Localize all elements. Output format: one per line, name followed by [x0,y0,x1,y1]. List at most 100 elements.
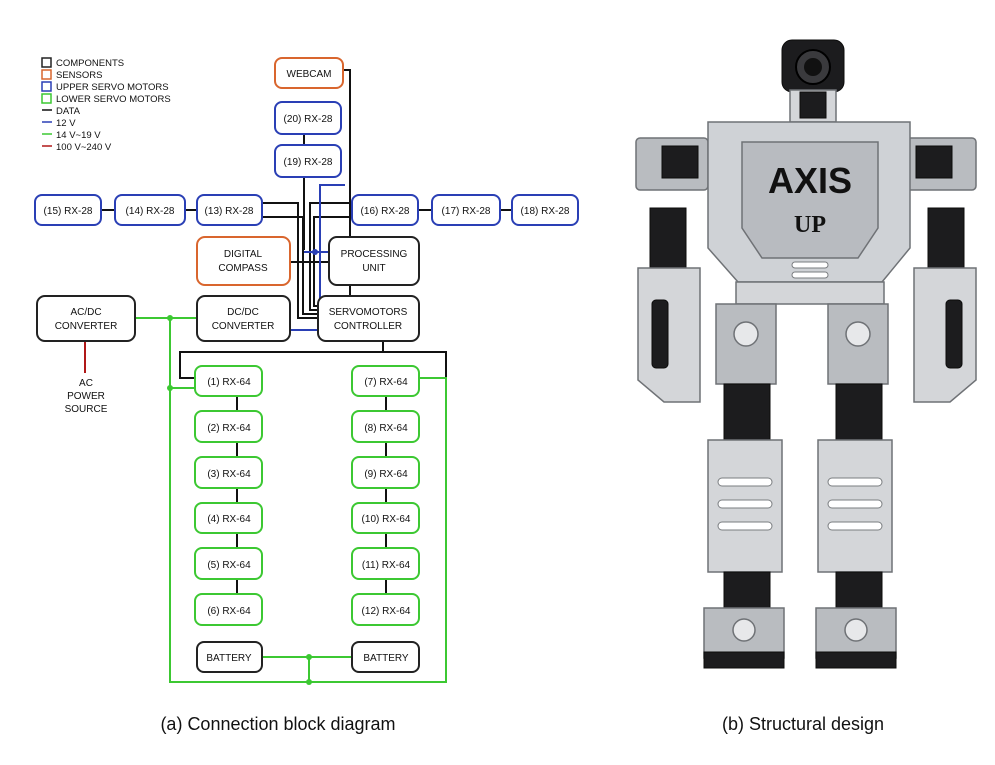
legend-swatch-upper-servo [41,81,52,92]
data-wire-left-arm-bus [262,202,318,319]
data-wire-webcam [343,69,351,300]
servo-16-block [351,194,419,226]
servo-13-label: (13) RX-28 [205,206,254,217]
servo-10-label: (10) RX-64 [362,514,411,525]
servo-3-label: (3) RX-64 [207,469,251,480]
robot-left-shoulder-servo [661,145,699,179]
robot-left-knee [723,383,771,441]
processing-unit-label-2: UNIT [362,263,385,274]
robot-model-text: UP [794,212,826,238]
servo-5-label: (5) RX-64 [207,560,251,571]
legend-swatch-lower-servo [41,93,52,104]
robot-right-ankle [835,571,883,609]
servo-9-label: (9) RX-64 [364,469,408,480]
data-wire-right-arm-bus [309,202,352,311]
servo-2-block [194,410,263,443]
robot-right-knee [835,383,883,441]
robot-shin-slot [717,499,773,509]
servomotors-controller-label-2: CONTROLLER [334,321,402,332]
robot-right-forearm [913,267,977,403]
ac-power-source-label-3: SOURCE [65,404,108,415]
servo-12-label: (12) RX-64 [362,606,411,617]
servo-1-label: (1) RX-64 [207,377,251,388]
servo-4-label: (4) RX-64 [207,514,251,525]
processing-unit-block [328,236,420,286]
blocks: WEBCAM (20) RX-28 (19) RX-28 (15) RX-28 … [34,57,579,673]
robot-left-ankle-horn-icon [732,618,756,642]
servo-12-block [351,593,420,626]
servo-15-block [34,194,102,226]
legend-swatch-components [41,57,52,68]
servomotors-controller-block [317,295,420,342]
servo-8-block [351,410,420,443]
robot-pelvis [735,281,885,305]
servo-19-block [274,144,342,178]
junction-dot [167,315,173,321]
caption-a: (a) Connection block diagram [160,714,395,734]
processing-unit-label-1: PROCESSING [341,249,408,260]
legend-label-100-240v: 100 V~240 V [56,142,112,153]
digital-compass-block [196,236,291,286]
legend-label-12v: 12 V [56,118,76,129]
servo-18-block [511,194,579,226]
robot-shin-slot [827,499,883,509]
servo-17-block [431,194,501,226]
robot-left-hip-horn-icon [733,321,759,347]
webcam-label: WEBCAM [287,69,332,80]
robot-left-forearm-slot [651,299,669,369]
legend-label-upper-servo: UPPER SERVO MOTORS [56,82,169,93]
legend-swatch-sensors [41,69,52,80]
digital-compass-label-1: DIGITAL [224,249,263,260]
legend-label-data: DATA [56,106,81,117]
robot-left-sole [703,651,785,669]
acdc-converter-label-1: AC/DC [70,307,101,318]
dcdc-converter-block [196,295,291,342]
servo-7-block [351,365,420,397]
servo-4-block [194,502,263,534]
robot-shin-slot [717,521,773,531]
junction-dot [167,385,173,391]
robot-right-forearm-slot [945,299,963,369]
servo-17-label: (17) RX-28 [442,206,491,217]
power-12v-wire-dcdc [290,184,345,331]
digital-compass-label-2: COMPASS [218,263,268,274]
robot-neck-servo [799,91,827,119]
robot-right-upper-arm [927,207,965,269]
servo-3-block [194,456,263,489]
servo-1-block [194,365,263,397]
servomotors-controller-label-1: SERVOMOTORS [329,307,408,318]
robot-shin-slot [827,521,883,531]
dcdc-converter-label-2: CONVERTER [212,321,275,332]
power-14v-wire-left-rail [169,318,447,683]
robot-left-forearm [637,267,701,403]
servo-11-label: (11) RX-64 [362,560,411,571]
servo-6-label: (6) RX-64 [207,606,251,617]
battery-right-label: BATTERY [363,653,409,664]
servo-16-label: (16) RX-28 [361,206,410,217]
servo-14-label: (14) RX-28 [126,206,175,217]
servo-7-label: (7) RX-64 [364,377,408,388]
servo-20-label: (20) RX-28 [284,114,333,125]
robot-right-hip-horn-icon [845,321,871,347]
robot-right-ankle-horn-icon [844,618,868,642]
ac-power-source-label-2: POWER [67,391,105,402]
acdc-converter-block [36,295,136,342]
servo-14-block [114,194,186,226]
battery-left-block [196,641,263,673]
robot-right-sole [815,651,897,669]
acdc-converter-label-2: CONVERTER [55,321,118,332]
caption-b: (b) Structural design [722,714,884,734]
robot-vent [791,261,829,269]
legend-label-14-19v: 14 V~19 V [56,130,101,141]
servo-6-block [194,593,263,626]
robot-vent [791,271,829,279]
legend: COMPONENTS SENSORS UPPER SERVO MOTORS LO… [41,57,171,153]
legend-label-lower-servo: LOWER SERVO MOTORS [56,94,171,105]
ac-power-source-label-1: AC [79,378,93,389]
data-wire-controller-legs [179,342,384,379]
robot-right-shoulder-servo [915,145,953,179]
robot-shin-slot [717,477,773,487]
dcdc-converter-label-1: DC/DC [227,307,259,318]
servo-2-label: (2) RX-64 [207,423,251,434]
